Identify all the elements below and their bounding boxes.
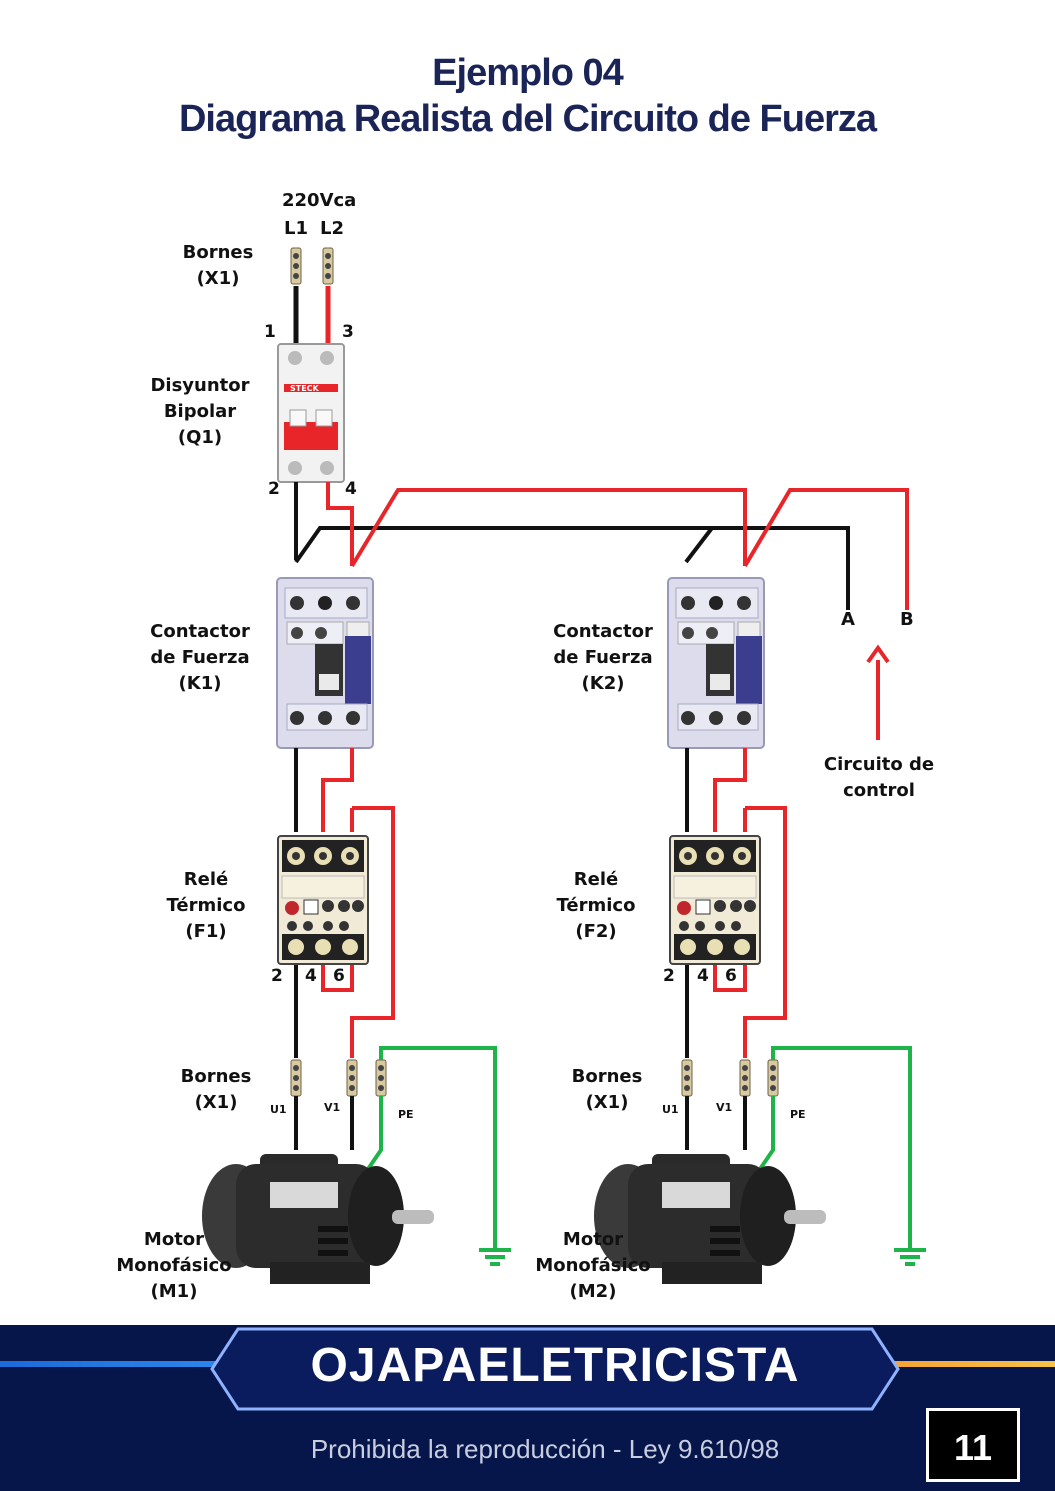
motor-m2-label: Motor Monofásico (M2) [535, 1229, 651, 1302]
contactor-to-relay-wires [294, 748, 787, 1058]
brand-plate [210, 1327, 900, 1411]
page-number: 11 [926, 1408, 1020, 1482]
m2-pe: PE [790, 1108, 806, 1121]
power-circuit-diagram: STECK [202, 247, 926, 1284]
brand-logo: OJAPAELETRICISTA [310, 1339, 800, 1392]
supply-wires [290, 247, 334, 344]
title-line-1: Ejemplo 04 [432, 52, 624, 94]
motor-terminals-m1 [290, 1046, 511, 1266]
motor-terminals-m2 [681, 1046, 926, 1266]
f1-terminal-4: 4 [305, 966, 317, 986]
disyuntor-label: Disyuntor Bipolar (Q1) [150, 375, 250, 448]
contactor-k2-label: Contactor de Fuerza (K2) [553, 621, 653, 694]
f1-terminal-6: 6 [333, 966, 345, 986]
q1-terminal-1: 1 [264, 322, 276, 342]
control-label: Circuito de control [823, 754, 935, 801]
contactor-k1 [276, 577, 374, 749]
m2-v1: V1 [716, 1101, 733, 1114]
q1-terminal-2: 2 [268, 479, 280, 499]
motor-m1-label: Motor Monofásico (M1) [116, 1229, 232, 1302]
thermal-relay-f2 [669, 835, 761, 965]
bornes-top-label: Bornes (X1) [182, 242, 254, 289]
breaker-brand: STECK [290, 384, 320, 393]
f1-terminal-2: 2 [271, 966, 283, 986]
bornes-m1-label: Bornes (X1) [180, 1066, 252, 1113]
ground-icon [479, 1248, 511, 1266]
m1-pe: PE [398, 1108, 414, 1121]
copyright-notice: Prohibida la reproducción - Ley 9.610/98 [310, 1434, 780, 1464]
title-line-2: Diagrama Realista del Circuito de Fuerza [178, 98, 877, 140]
f2-terminal-6: 6 [725, 966, 737, 986]
bornes-m2-label: Bornes (X1) [571, 1066, 643, 1113]
terminal-a-label: A [841, 609, 855, 630]
m1-v1: V1 [324, 1101, 341, 1114]
rele-f1-label: Relé Térmico (F1) [166, 869, 246, 942]
ground-icon [894, 1248, 926, 1266]
q1-terminal-3: 3 [342, 322, 354, 342]
m1-u1: U1 [270, 1103, 287, 1116]
contactor-k2 [667, 577, 765, 749]
main-wiring [294, 482, 909, 610]
supply-voltage: 220Vca [282, 190, 357, 211]
f2-terminal-4: 4 [697, 966, 709, 986]
rele-f2-label: Relé Térmico (F2) [556, 869, 636, 942]
q1-terminal-4: 4 [345, 479, 357, 499]
breaker-q1: STECK [277, 343, 345, 483]
contactor-k1-label: Contactor de Fuerza (K1) [150, 621, 250, 694]
f2-terminal-2: 2 [663, 966, 675, 986]
supply-l1: L1 [284, 218, 308, 239]
motor-m1 [202, 1154, 434, 1284]
thermal-relay-f1 [277, 835, 369, 965]
terminal-b-label: B [900, 609, 914, 630]
m2-u1: U1 [662, 1103, 679, 1116]
control-arrow-icon [866, 644, 890, 740]
supply-l2: L2 [320, 218, 344, 239]
